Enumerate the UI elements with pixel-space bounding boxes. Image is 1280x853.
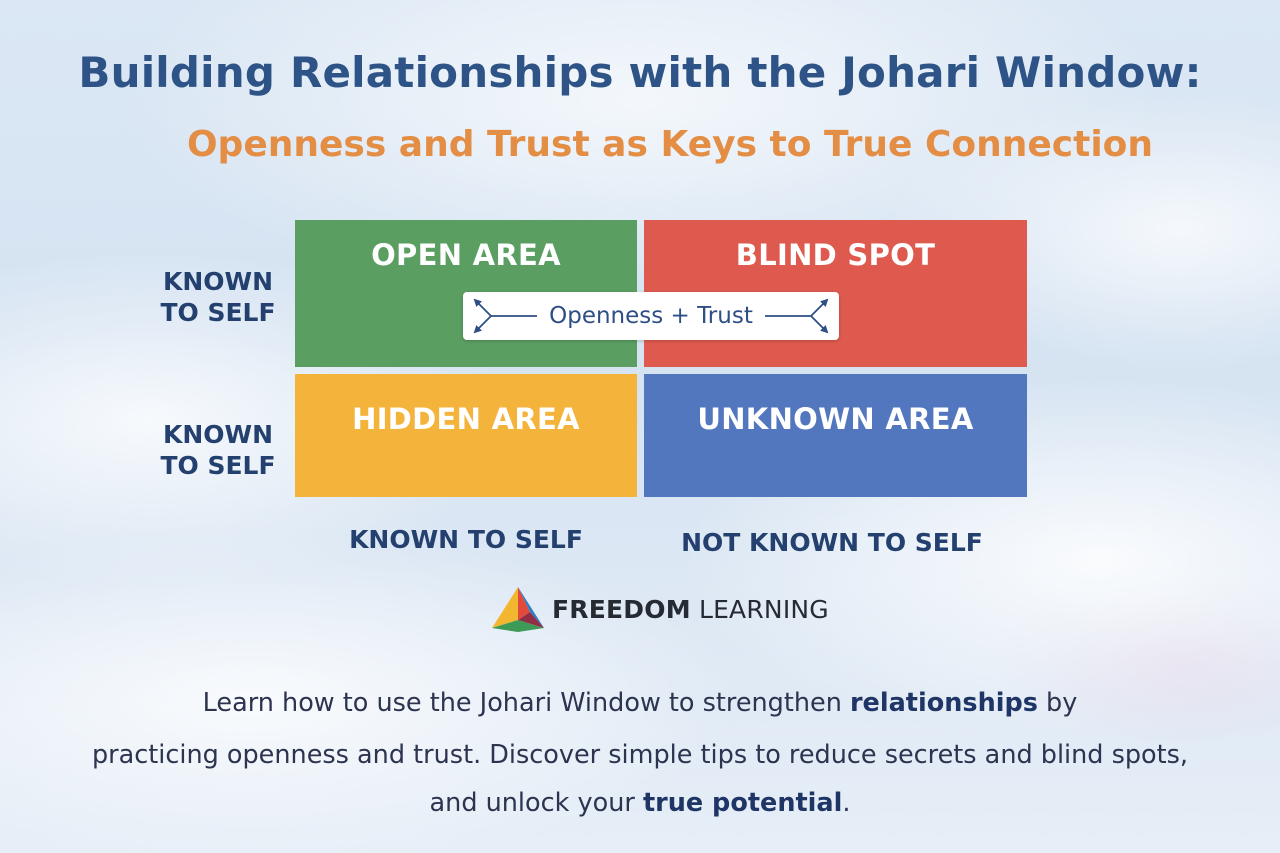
page-title: Building Relationships with the Johari W… <box>78 48 1202 97</box>
hidden-area-label: HIDDEN AREA <box>352 402 580 436</box>
logo-text-regular: LEARNING <box>698 594 829 624</box>
row-label-top-line1: KNOWN <box>162 267 274 296</box>
description-line-1: Learn how to use the Johari Window to st… <box>0 688 1280 718</box>
description-line-3-pre: and unlock your <box>429 788 643 818</box>
description-line-3: and unlock your true potential. <box>0 788 1280 818</box>
row-label-top: KNOWN TO SELF <box>150 266 286 328</box>
page-subtitle: Openness and Trust as Keys to True Conne… <box>186 124 1154 165</box>
triangle-logo-icon <box>492 587 544 632</box>
freedom-learning-logo: FREEDOM LEARNING <box>490 584 829 634</box>
description-line-3-bold: true potential <box>642 788 843 818</box>
hidden-area-quadrant: HIDDEN AREA <box>295 374 637 497</box>
row-label-bottom-line2: TO SELF <box>160 451 276 480</box>
unknown-area-label: UNKNOWN AREA <box>697 402 974 436</box>
column-label-known: KNOWN TO SELF <box>349 525 583 554</box>
row-label-bottom: KNOWN TO SELF <box>150 419 286 481</box>
blind-spot-label: BLIND SPOT <box>735 238 936 272</box>
description-line-2: practicing openness and trust. Discover … <box>91 740 1189 770</box>
logo-text: FREEDOM LEARNING <box>552 595 829 624</box>
openness-trust-box: Openness + Trust <box>463 292 839 340</box>
openness-trust-label: Openness + Trust <box>549 303 753 329</box>
description-line-1-post: by <box>1037 688 1078 718</box>
description-line-3-post: . <box>842 788 851 818</box>
unknown-area-quadrant: UNKNOWN AREA <box>644 374 1027 497</box>
double-arrow-icon <box>473 298 829 334</box>
row-label-bottom-line1: KNOWN <box>162 420 274 449</box>
row-label-top-line2: TO SELF <box>160 298 276 327</box>
description-line-1-pre: Learn how to use the Johari Window to st… <box>202 688 850 718</box>
open-area-label: OPEN AREA <box>371 238 561 272</box>
logo-text-bold: FREEDOM <box>552 594 691 624</box>
column-label-not-known: NOT KNOWN TO SELF <box>681 528 983 557</box>
description-line-1-bold: relationships <box>849 688 1038 718</box>
